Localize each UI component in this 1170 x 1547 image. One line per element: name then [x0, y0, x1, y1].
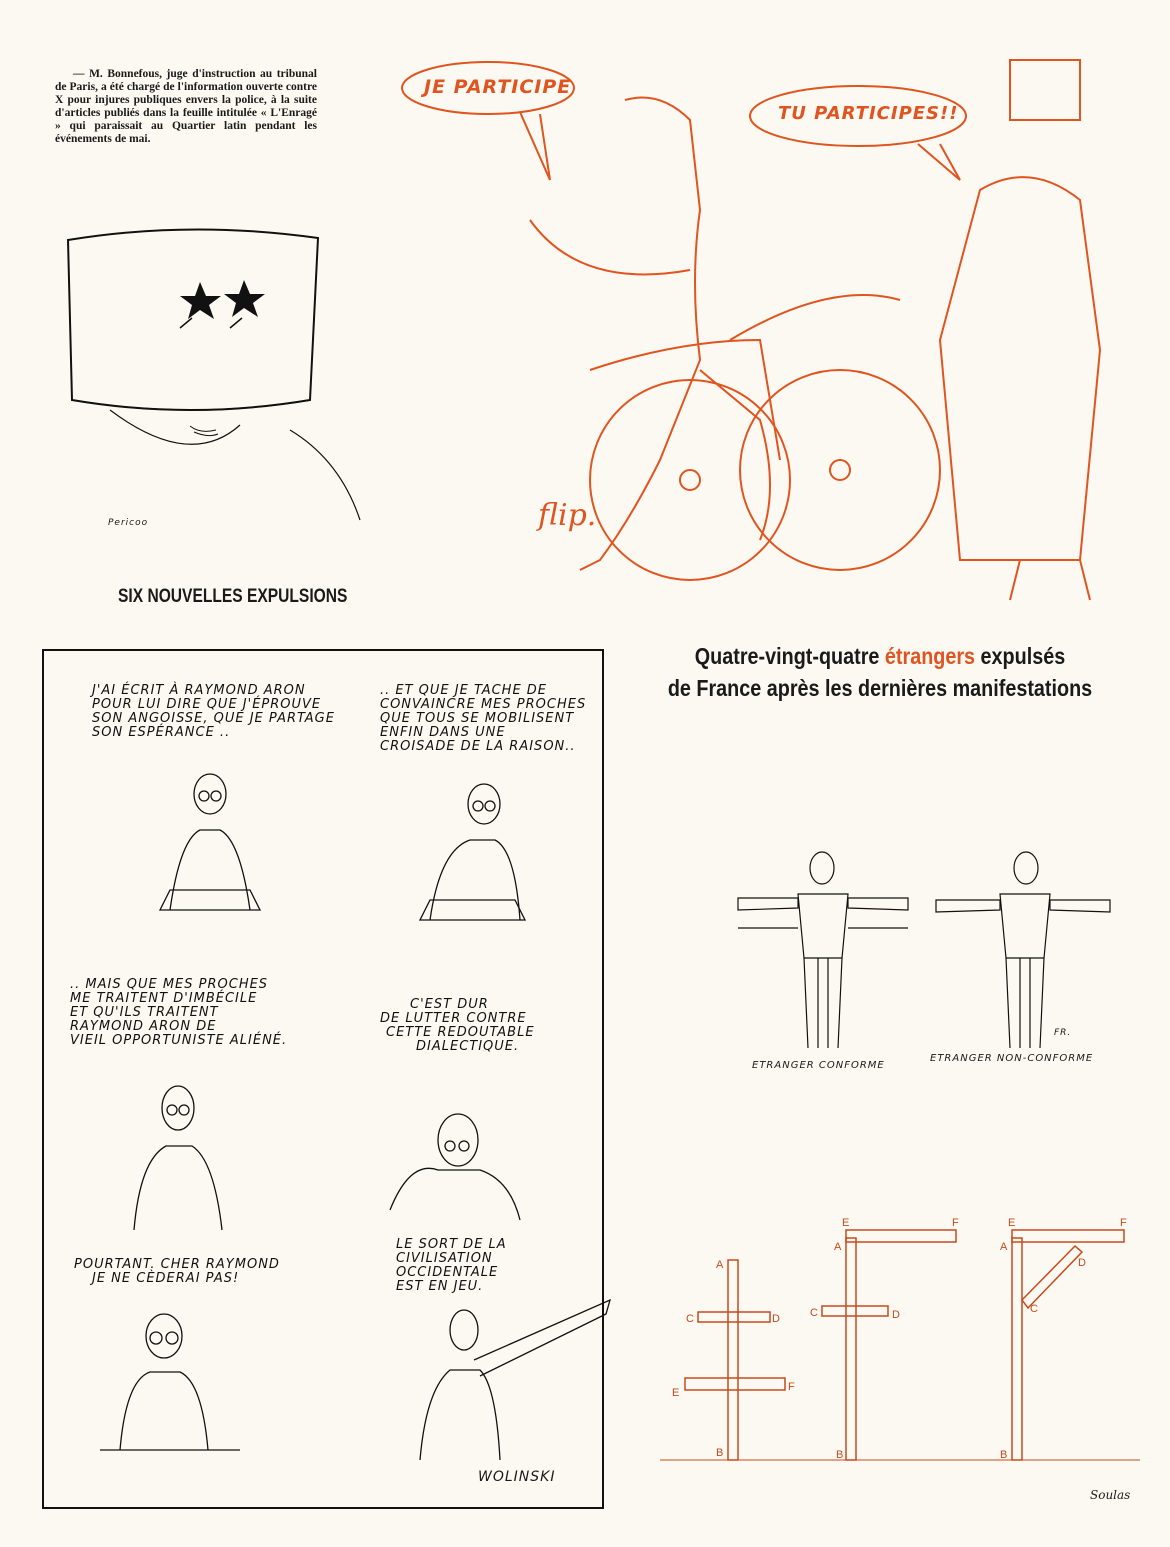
caption-line: QUE TOUS SE MOBILISENT: [380, 711, 575, 726]
headline: Quatre-vingt-quatre étrangers expulsés d…: [630, 640, 1130, 704]
comic-panel-6-caption: LE SORT DE LA CIVILISATION OCCIDENTALE E…: [396, 1238, 507, 1294]
caption-line: SON ESPÉRANCE ..: [92, 725, 231, 740]
headline-highlight: étrangers: [884, 643, 976, 669]
cross2-label-e: E: [842, 1217, 849, 1229]
cross3-label-d: D: [1078, 1257, 1086, 1269]
comic-panel-4-figure: [389, 1113, 521, 1221]
caption-line: CROISADE DE LA RAISON..: [380, 739, 576, 754]
headline-line-1: Quatre-vingt-quatre étrangers expulsés: [665, 640, 1095, 672]
foreigner-conforme-figure: [737, 851, 909, 1049]
headline-line-2: de France après les dernières manifestat…: [667, 675, 1093, 701]
news-brief: — M. Bonnefous, juge d'instruction au tr…: [55, 68, 317, 146]
comic-panel-3-caption: .. MAIS QUE MES PROCHES ME TRAITENT D'IM…: [70, 978, 287, 1048]
cross2-label-f: F: [952, 1217, 959, 1229]
foreigner-nonconforme-figure: [935, 851, 1111, 1049]
caption-line: CIVILISATION: [396, 1251, 493, 1266]
caption-line: .. MAIS QUE MES PROCHES: [70, 977, 269, 992]
caption-line: VIEIL OPPORTUNISTE ALIÉNÉ.: [70, 1033, 288, 1048]
cross2-label-d: D: [892, 1309, 900, 1321]
caption-etranger-conforme: ETRANGER CONFORME: [752, 1060, 885, 1071]
comic-panel-5-figure: [100, 1313, 240, 1451]
caption-etranger-nonconforme: ETRANGER NON-CONFORME: [930, 1053, 1094, 1064]
bubble-left-text: JE PARTICIPE: [424, 76, 572, 98]
wheelchair-cartoon: [401, 59, 1102, 601]
headline-part1: Quatre-vingt-quatre: [694, 643, 880, 669]
cross2-label-c: C: [810, 1307, 818, 1319]
tophat-signature: Pericoo: [108, 518, 149, 528]
comic-signature: WOLINSKI: [478, 1469, 556, 1485]
caption-line: OCCIDENTALE: [396, 1265, 499, 1280]
cross3-label-b: B: [1000, 1449, 1007, 1461]
caption-line: EST EN JEU.: [396, 1279, 484, 1294]
caption-line: DE LUTTER CONTRE: [380, 1011, 527, 1026]
comic-panel-3-figure: [133, 1085, 223, 1231]
comic-panel-2-figure: [418, 783, 527, 921]
caption-line: LE SORT DE LA: [396, 1237, 507, 1252]
cross2-label-a: A: [834, 1241, 842, 1253]
caption-line: ENFIN DANS UNE: [380, 725, 506, 740]
caption-line: CONVAINCRE MES PROCHES: [380, 697, 587, 712]
headline-part2: expulsés: [980, 643, 1066, 669]
crosses-signature: Soulas: [1090, 1488, 1131, 1502]
comic-panel-1-figure: [158, 773, 262, 911]
comic-panel-5-caption: POURTANT. CHER RAYMOND JE NE CÈDERAI PAS…: [74, 1258, 280, 1286]
caption-line: POURTANT. CHER RAYMOND: [74, 1257, 280, 1272]
cross1-label-e: E: [672, 1387, 679, 1399]
cross3-label-c: C: [1030, 1303, 1038, 1315]
news-brief-text: — M. Bonnefous, juge d'instruction au tr…: [55, 68, 317, 145]
cross1-label-c: C: [686, 1313, 694, 1325]
caption-line: POUR LUI DIRE QUE J'ÉPROUVE: [92, 697, 322, 712]
crosses-illustration: A C D E F B E F A C D B E F A D C B: [660, 1217, 1140, 1461]
comic-panel-6-figure: [419, 1298, 612, 1461]
section-header: SIX NOUVELLES EXPULSIONS: [118, 586, 348, 607]
foreigner-signature: FR.: [1054, 1028, 1072, 1038]
cross1-label-b: B: [716, 1447, 723, 1459]
caption-line: JE NE CÈDERAI PAS!: [92, 1271, 240, 1286]
wheelchair-signature: flip.: [538, 498, 597, 533]
caption-line: CETTE REDOUTABLE: [386, 1025, 535, 1040]
cross1-label-a: A: [716, 1259, 724, 1271]
caption-line: DIALECTIQUE.: [416, 1039, 520, 1054]
cross3-label-e: E: [1008, 1217, 1015, 1229]
caption-line: .. ET QUE JE TACHE DE: [380, 683, 548, 698]
caption-line: ME TRAITENT D'IMBÉCILE: [70, 991, 258, 1006]
caption-line: ET QU'ILS TRAITENT: [70, 1005, 219, 1020]
caption-line: C'EST DUR: [410, 997, 489, 1012]
caption-line: SON ANGOISSE, QUE JE PARTAGE: [92, 711, 335, 726]
bubble-right-text: TU PARTICIPES!!: [778, 103, 959, 124]
cross1-label-d: D: [772, 1313, 780, 1325]
tophat-cartoon: [66, 228, 361, 521]
caption-line: RAYMOND ARON DE: [70, 1019, 217, 1034]
caption-line: J'AI ÉCRIT À RAYMOND ARON: [92, 683, 306, 698]
cross1-label-f: F: [788, 1381, 795, 1393]
comic-panel-2-caption: .. ET QUE JE TACHE DE CONVAINCRE MES PRO…: [380, 684, 586, 754]
cross2-label-b: B: [836, 1449, 843, 1461]
cross3-label-a: A: [1000, 1241, 1008, 1253]
comic-panel-1-caption: J'AI ÉCRIT À RAYMOND ARON POUR LUI DIRE …: [92, 684, 335, 740]
comic-strip-frame: [42, 649, 604, 1509]
cross3-label-f: F: [1120, 1217, 1127, 1229]
comic-panel-4-caption: C'EST DUR DE LUTTER CONTRE CETTE REDOUTA…: [380, 998, 535, 1054]
